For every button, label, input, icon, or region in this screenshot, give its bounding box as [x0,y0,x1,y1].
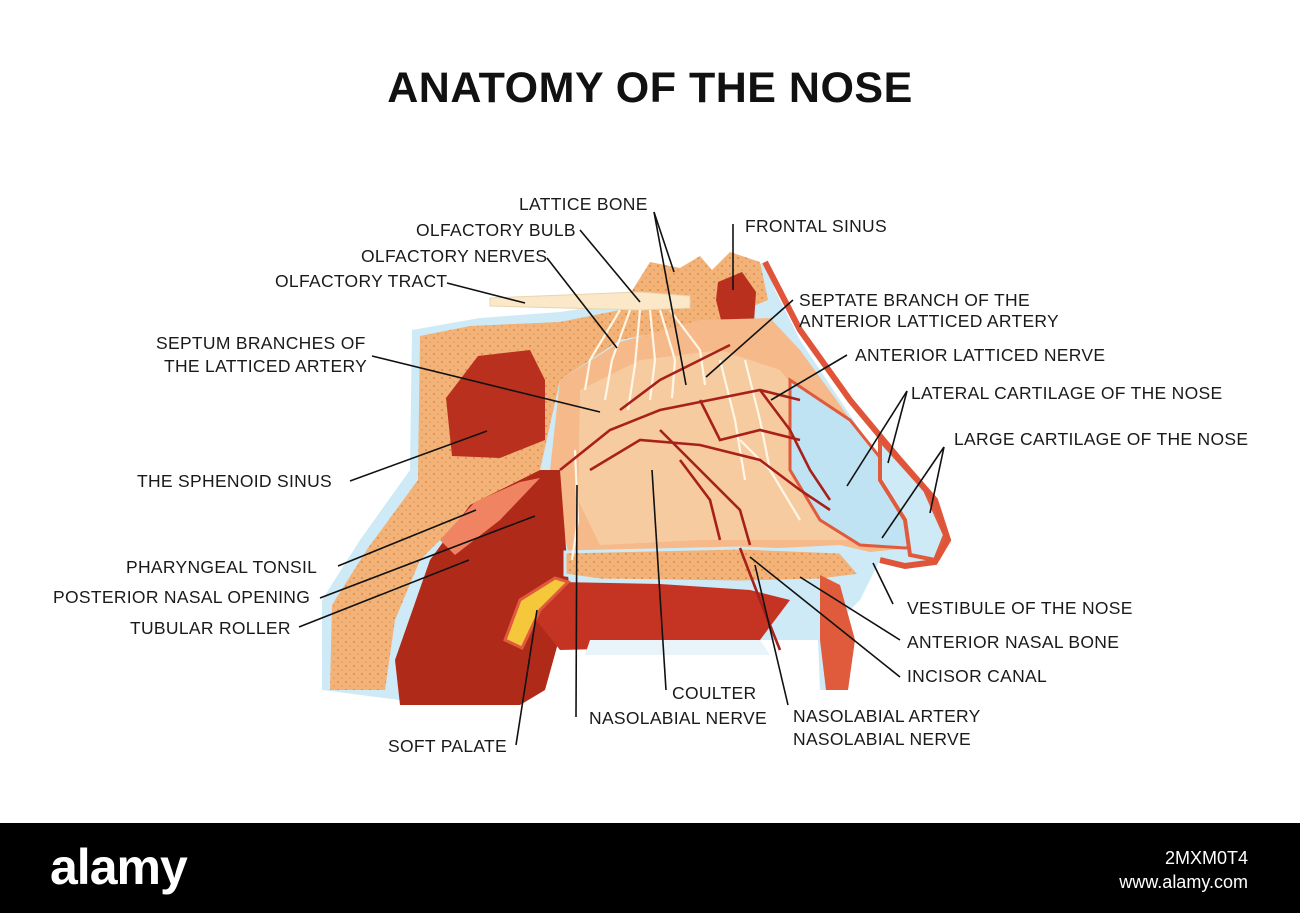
label-septum-branches-line1: SEPTUM BRANCHES OF [156,333,366,353]
label-anterior-latticed-nerve: ANTERIOR LATTICED NERVE [855,345,1105,365]
nose-outline [762,260,952,570]
label-soft-palate: SOFT PALATE [388,736,507,756]
label-tubular-roller: TUBULAR ROLLER [130,618,291,638]
footer-bar [0,823,1300,913]
teeth [585,640,770,655]
label-septum-branches-line2: THE LATTICED ARTERY [164,356,367,376]
hard-palate [563,546,863,584]
frontal-sinus [716,272,756,324]
upper-lip [820,575,855,690]
leader-lines [298,211,945,746]
pharyngeal-tonsil [440,478,540,555]
label-posterior-nasal-opening: POSTERIOR NASAL OPENING [53,587,310,607]
image-id: 2MXM0T4 [1164,848,1248,868]
label-large-cartilage: LARGE CARTILAGE OF THE NOSE [954,429,1248,449]
label-pharyngeal-tonsil: PHARYNGEAL TONSIL [126,557,317,577]
label-coulter: COULTER [672,683,756,703]
image-id-block: 2MXM0T4 www.alamy.com [1119,846,1248,894]
label-lateral-cartilage: LATERAL CARTILAGE OF THE NOSE [911,383,1222,403]
nose-anatomy-illustration: LATTICE BONE OLFACTORY BULB OLFACTORY NE… [53,194,1248,756]
label-incisor-canal: INCISOR CANAL [907,666,1047,686]
olfactory-nerves [570,309,801,561]
label-lattice-bone: LATTICE BONE [519,194,648,214]
page-title: ANATOMY OF THE NOSE [387,64,913,112]
label-anterior-nasal-bone: ANTERIOR NASAL BONE [907,632,1119,652]
label-vestibule: VESTIBULE OF THE NOSE [907,598,1133,618]
skull-bone [330,252,768,690]
nose-tip [878,434,948,563]
sphenoid-sinus [446,350,545,458]
pharynx [395,470,570,705]
brand-logo: alamy [50,839,188,895]
olfactory-tract-shape [489,291,691,311]
label-olfactory-tract: OLFACTORY TRACT [275,271,447,291]
arteries [559,343,832,651]
label-septate-branch-line1: SEPTATE BRANCH OF THE [799,290,1030,310]
label-olfactory-nerves: OLFACTORY NERVES [361,246,547,266]
label-nasolabial-nerve-right: NASOLABIAL NERVE [793,729,971,749]
label-nasolabial-artery: NASOLABIAL ARTERY [793,706,981,726]
label-frontal-sinus: FRONTAL SINUS [745,216,887,236]
label-olfactory-bulb: OLFACTORY BULB [416,220,576,240]
label-septate-branch-line2: ANTERIOR LATTICED ARTERY [799,311,1059,331]
mouth [520,582,790,650]
label-sphenoid-sinus: THE SPHENOID SINUS [137,471,332,491]
label-nasolabial-nerve-left: NASOLABIAL NERVE [589,708,767,728]
site-url: www.alamy.com [1119,872,1248,892]
